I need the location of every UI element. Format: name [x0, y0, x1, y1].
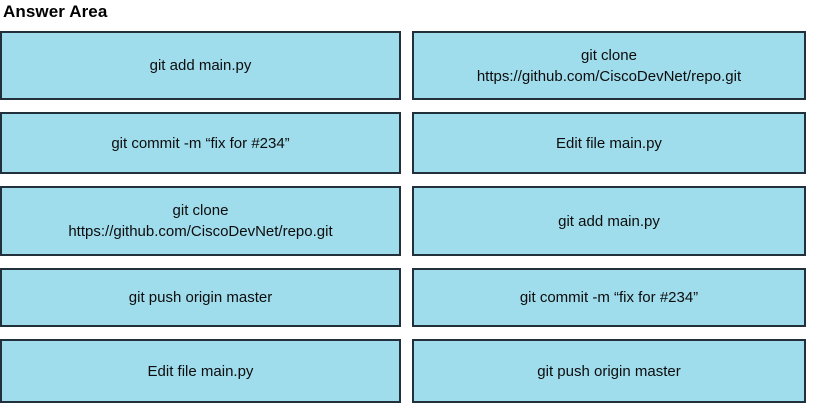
right-option-5-label: git push origin master: [537, 362, 681, 380]
right-option-1[interactable]: git clone https://github.com/CiscoDevNet…: [412, 31, 806, 100]
left-option-2[interactable]: git commit -m “fix for #234”: [0, 112, 401, 174]
right-option-3-label: git add main.py: [558, 212, 660, 230]
page-title: Answer Area: [3, 2, 108, 21]
left-option-5-label: Edit file main.py: [147, 362, 254, 380]
left-option-1[interactable]: git add main.py: [0, 31, 401, 100]
answer-columns: git add main.py git commit -m “fix for #…: [0, 31, 813, 403]
right-option-5[interactable]: git push origin master: [412, 339, 806, 403]
left-option-3-label: git clone https://github.com/CiscoDevNet…: [68, 202, 333, 240]
right-option-2[interactable]: Edit file main.py: [412, 112, 806, 174]
left-option-5[interactable]: Edit file main.py: [0, 339, 401, 403]
left-option-4[interactable]: git push origin master: [0, 268, 401, 327]
left-option-3[interactable]: git clone https://github.com/CiscoDevNet…: [0, 186, 401, 256]
left-option-2-label: git commit -m “fix for #234”: [111, 134, 290, 152]
right-option-4[interactable]: git commit -m “fix for #234”: [412, 268, 806, 327]
right-option-1-label: git clone https://github.com/CiscoDevNet…: [476, 46, 742, 85]
right-option-4-label: git commit -m “fix for #234”: [519, 289, 699, 306]
left-option-1-label: git add main.py: [149, 57, 252, 74]
right-option-3[interactable]: git add main.py: [412, 186, 806, 256]
left-answer-column: git add main.py git commit -m “fix for #…: [0, 31, 401, 403]
right-option-2-label: Edit file main.py: [556, 134, 662, 152]
left-option-4-label: git push origin master: [128, 289, 273, 306]
right-answer-column: git clone https://github.com/CiscoDevNet…: [412, 31, 806, 403]
